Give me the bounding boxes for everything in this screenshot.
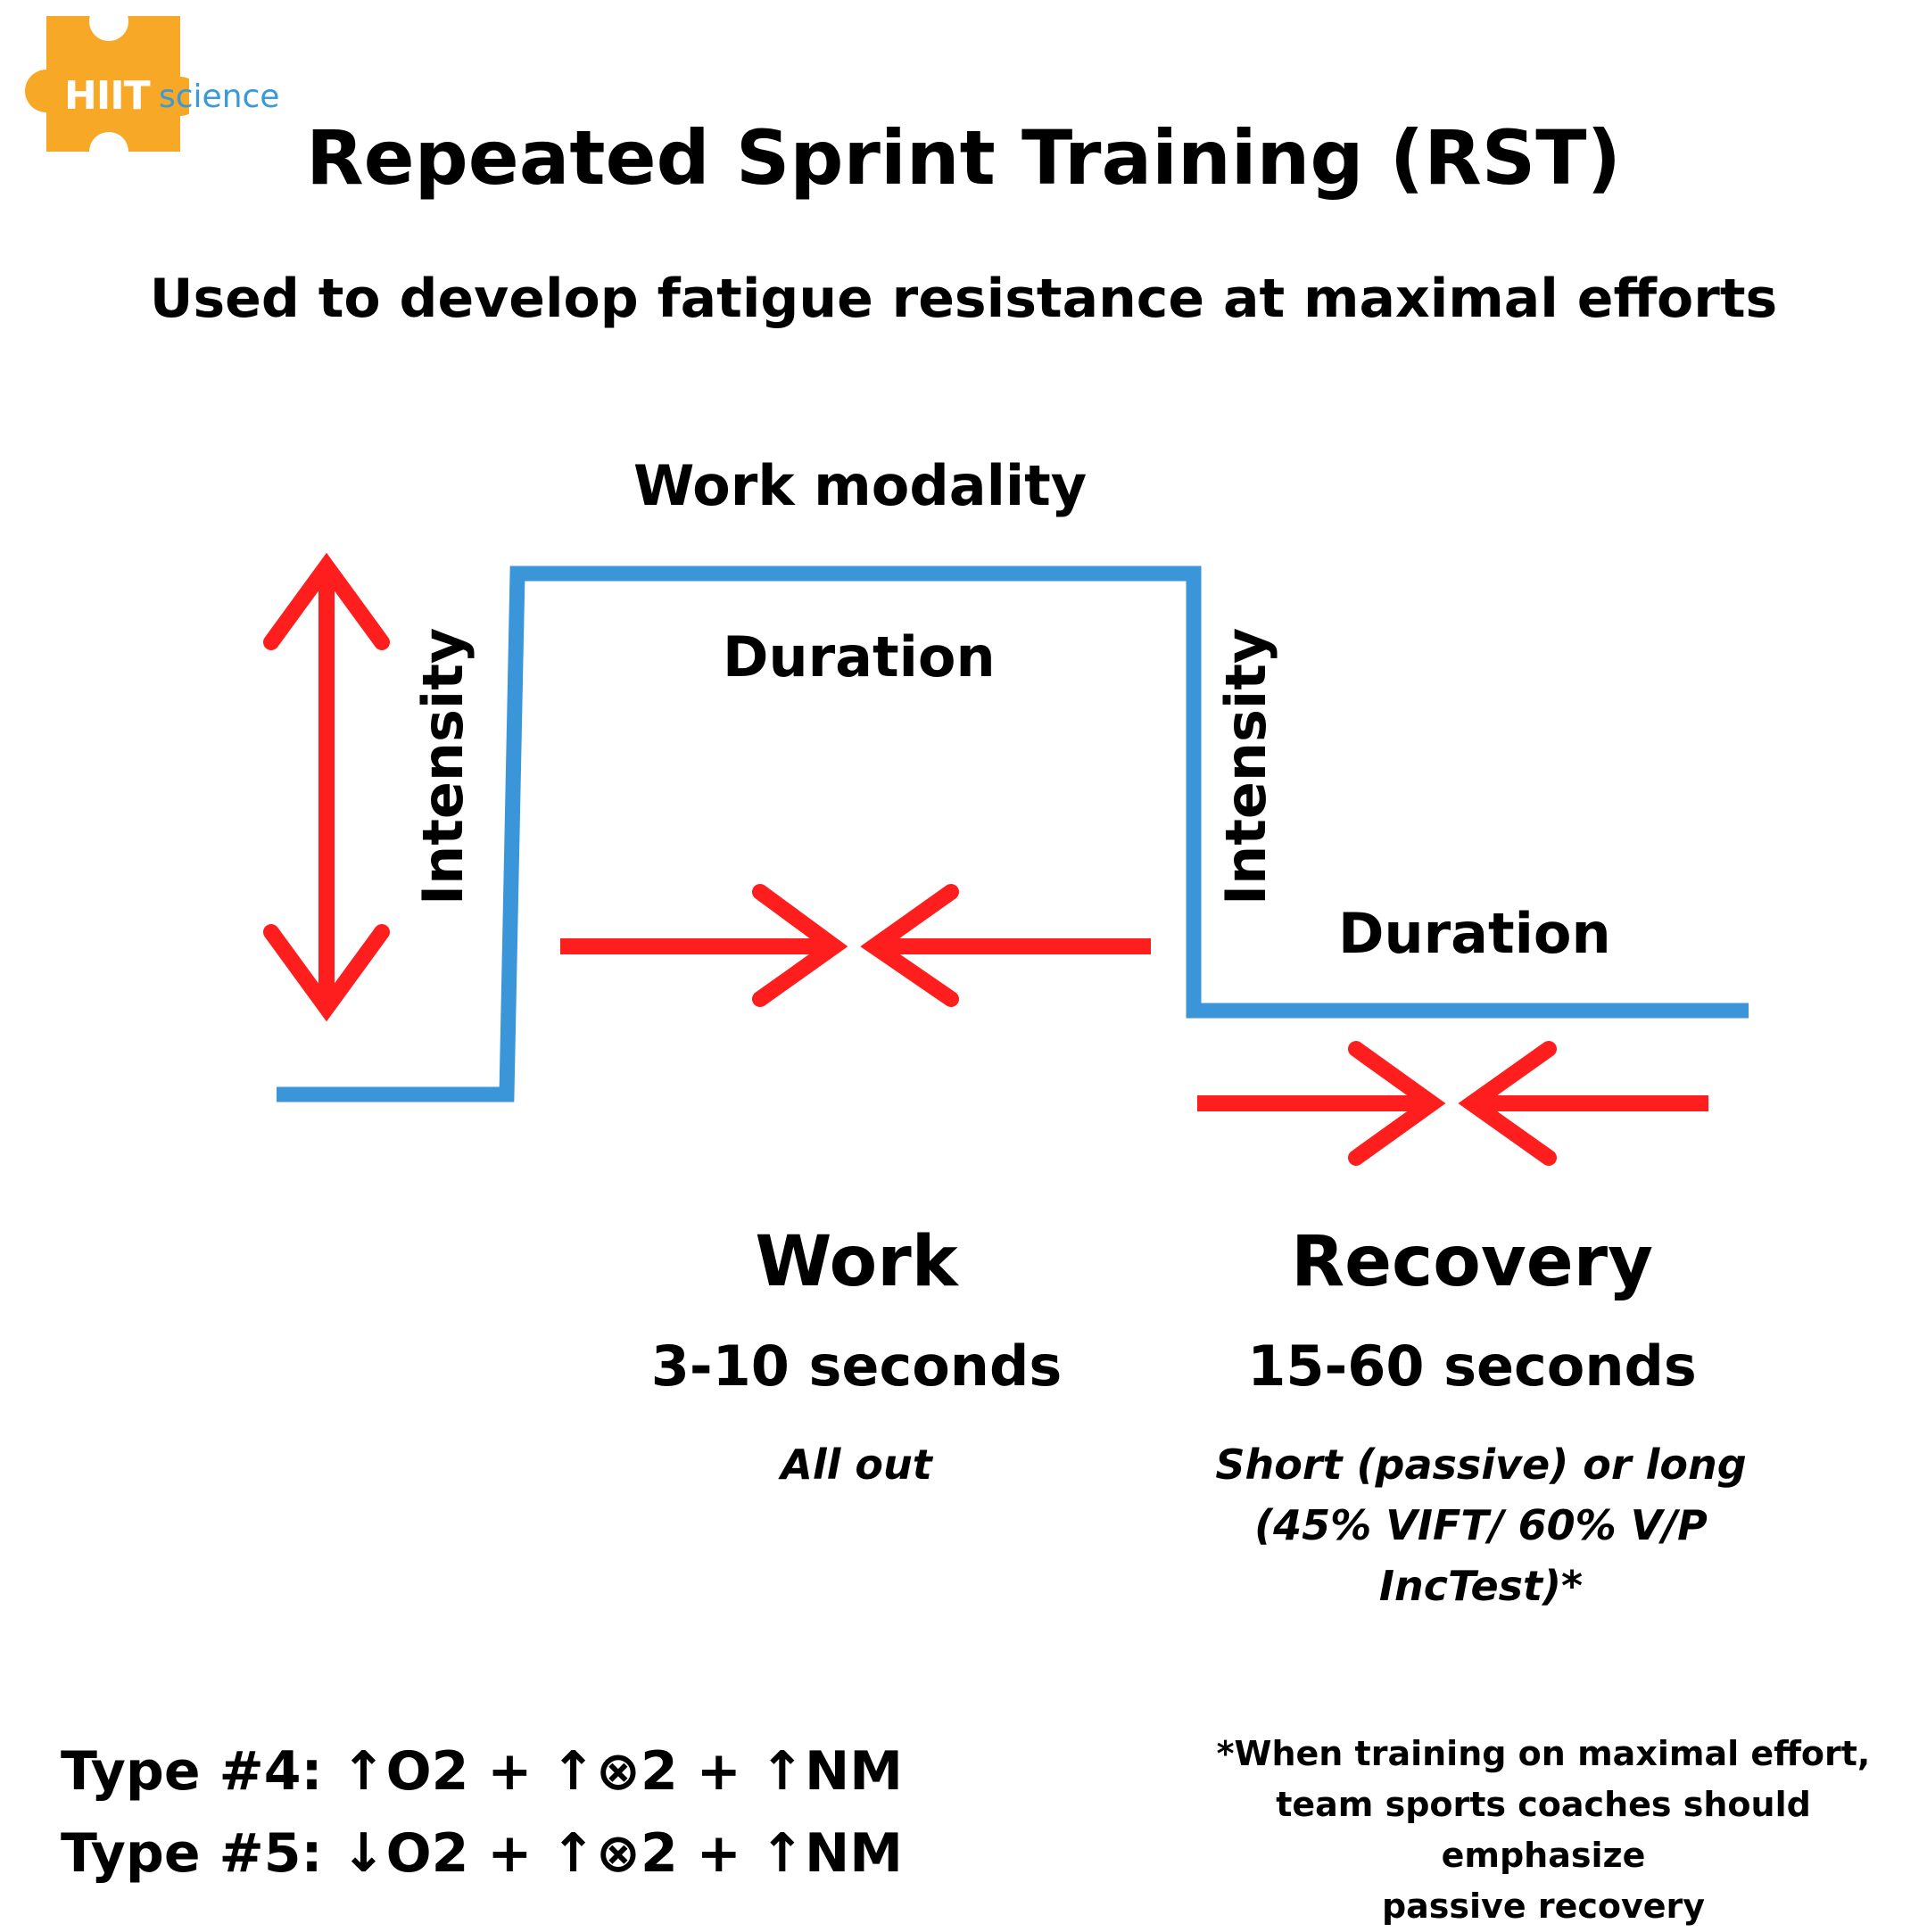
work-note: All out: [781, 1441, 932, 1489]
recovery-note-line: (45% VIFT/ 60% V/P: [1254, 1501, 1708, 1549]
type-row: Type #4: ↑O2 + ↑⊗2 + ↑NM: [61, 1730, 903, 1812]
work-duration-arrows: [560, 884, 1151, 1007]
footnote-line: passive recovery: [1381, 1887, 1706, 1926]
type-row: Type #5: ↓O2 + ↑⊗2 + ↑NM: [61, 1812, 903, 1895]
work-duration-label: Duration: [723, 624, 996, 689]
intensity-double-arrow: [263, 552, 390, 1022]
recovery-duration-label: Duration: [1338, 901, 1611, 966]
recovery-note-line: IncTest)*: [1378, 1562, 1584, 1610]
page-title: Repeated Sprint Training (RST): [306, 114, 1621, 202]
work-recovery-profile-line: [277, 566, 1749, 1102]
logo-brand-text: HIIT: [64, 73, 151, 119]
work-heading: Work: [755, 1222, 958, 1302]
work-intensity-label: Intensity: [410, 627, 476, 905]
recovery-intensity-label: Intensity: [1213, 627, 1278, 905]
page-subtitle: Used to develop fatigue resistance at ma…: [149, 268, 1778, 330]
footnote-line: *When training on maximal effort,: [1216, 1734, 1871, 1773]
recovery-duration-arrows: [1197, 1041, 1708, 1166]
footnote-line: team sports coaches should emphasize: [1276, 1785, 1811, 1875]
work-range: 3-10 seconds: [650, 1333, 1063, 1399]
recovery-heading: Recovery: [1291, 1222, 1653, 1302]
type-formula: ↑O2 + ↑⊗2 + ↑NM: [341, 1740, 903, 1803]
type-label: Type #4:: [61, 1740, 323, 1803]
type-formula: ↓O2 + ↑⊗2 + ↑NM: [341, 1822, 903, 1885]
recovery-note: Short (passive) or long (45% VIFT/ 60% V…: [1160, 1434, 1802, 1616]
hiit-science-logo: HIIT science: [11, 16, 296, 159]
footnote: *When training on maximal effort, team s…: [1169, 1729, 1918, 1932]
type-list: Type #4: ↑O2 + ↑⊗2 + ↑NM Type #5: ↓O2 + …: [61, 1730, 903, 1895]
puzzle-piece-icon: [25, 16, 189, 159]
type-label: Type #5:: [61, 1822, 323, 1885]
recovery-range: 15-60 seconds: [1247, 1333, 1697, 1399]
recovery-note-line: Short (passive) or long: [1215, 1441, 1747, 1489]
logo-suffix-text: science: [159, 78, 280, 115]
work-modality-label: Work modality: [633, 453, 1088, 518]
